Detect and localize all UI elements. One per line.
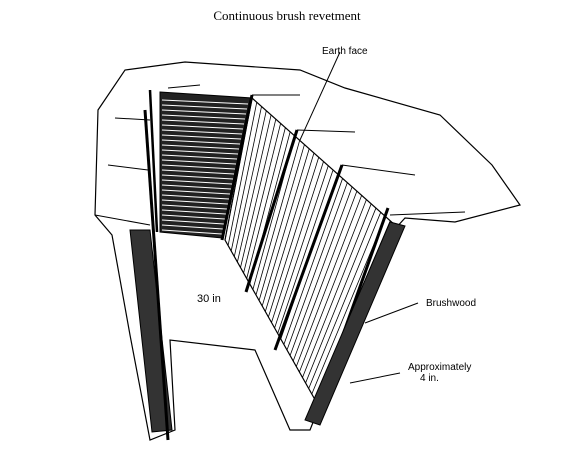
hatch-line [161,184,232,190]
back-wall-hatching [161,99,249,235]
left-picket [143,109,170,441]
hatch-line [286,182,348,351]
hatch-line [161,229,223,235]
hatch-line [230,106,262,252]
hatch-line [289,186,353,356]
hatch-line [261,148,310,307]
hatch-line [271,161,324,323]
label-earth-face: Earth face [322,46,368,57]
leader-lines [299,51,419,384]
hatch-line [161,119,245,125]
hatch-line [161,129,243,135]
hatch-line [161,174,234,180]
label-spacing-line1: Approximately [408,362,472,373]
hatch-line [161,149,239,155]
hatch-line [292,190,358,362]
anchor-wires [94,84,466,226]
hatch-line [161,159,237,165]
hatch-line [268,157,320,318]
hatch-line [277,169,334,334]
label-spacing-line2: 4 in. [420,373,439,384]
diagram-title: Continuous brush revetment [213,8,361,23]
hatch-line [161,109,247,115]
hatch-line [161,219,225,225]
hatch-line [305,207,377,384]
hatch-line [274,165,329,329]
right-wall-hatching [224,97,391,400]
hatch-line [161,199,229,205]
hatch-line [227,102,258,246]
hatch-line [302,203,372,378]
hatch-line [308,212,382,389]
hatch-line [295,195,363,367]
hatch-line [161,144,240,150]
hatch-line [161,194,230,200]
hatch-line [233,110,267,257]
hatch-line [240,119,277,268]
hatch-line [161,124,244,130]
hatch-line [299,199,367,373]
hatch-line [161,134,242,140]
picket [244,129,299,293]
hatch-line [161,164,236,170]
hatch-line [243,123,281,274]
hatch-line [255,140,301,296]
hatch-line [283,178,343,345]
hatch-line [161,114,246,120]
left-picket [148,89,159,233]
right-wall-pickets [220,94,390,406]
hatch-line [161,204,228,210]
hatch-line [161,189,231,195]
hatch-line [161,104,248,110]
hatch-line [161,99,249,105]
picket [220,94,254,241]
hatch-line [258,144,305,301]
hatch-line [237,114,272,263]
hatch-line [161,209,227,215]
hatch-line [161,139,241,145]
picket [273,164,344,351]
hatch-line [161,224,224,230]
left-wall-fascine [129,229,173,433]
hatch-line [161,214,226,220]
right-front-fascine [304,221,406,426]
label-brushwood: Brushwood [426,298,477,309]
hatch-line [161,179,233,185]
hatch-line [264,152,315,312]
hatch-line [161,154,238,160]
label-depth: 30 in [197,293,221,305]
hatch-line [161,169,235,175]
hatch-line [246,127,286,279]
